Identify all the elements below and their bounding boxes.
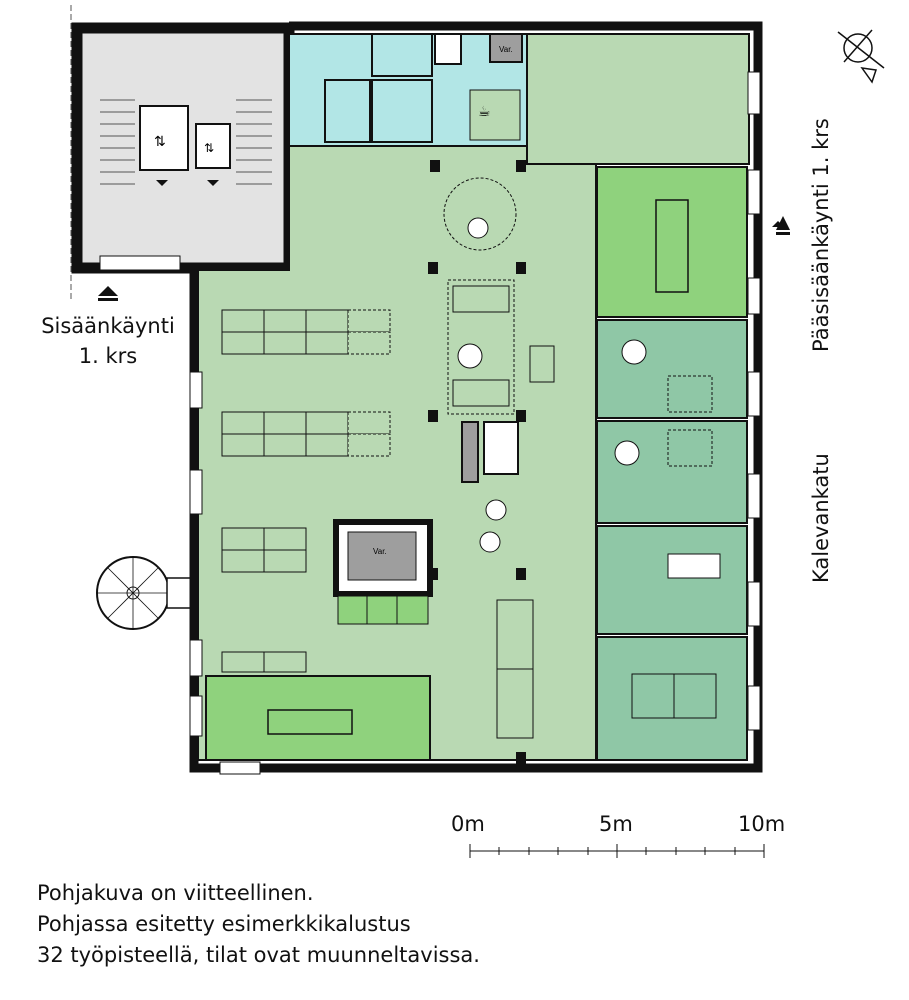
svg-text:⇅: ⇅: [154, 134, 166, 150]
plan-notes: Pohjakuva on viitteellinen. Pohjassa esi…: [37, 878, 480, 971]
entrance-label-line2: 1. krs: [78, 344, 138, 368]
small-office-3: [596, 525, 748, 635]
note-line-3: 32 työpisteellä, tilat ovat muunneltavis…: [37, 943, 480, 967]
note-line-2: Pohjassa esitetty esimerkkikalustus: [37, 912, 411, 936]
meeting-room-top: [596, 166, 748, 318]
stair-core: ⇅ ⇅: [71, 22, 295, 274]
entrance-arrow-right: [772, 216, 790, 235]
windows: [189, 71, 761, 775]
north-arrow-icon: [837, 29, 885, 84]
storage-label-center: Var.: [373, 547, 387, 556]
street-label: Kalevankatu: [809, 453, 833, 583]
note-line-1: Pohjakuva on viitteellinen.: [37, 881, 314, 905]
storage-label-top: Var.: [499, 45, 513, 54]
meeting-room-bottom: [205, 675, 431, 761]
svg-text:☕: ☕: [478, 104, 491, 120]
main-entrance-label: Pääsisäänkäynti 1. krs: [809, 118, 833, 352]
storage-room-top: [489, 33, 523, 63]
entrance-arrow-left: [98, 286, 118, 301]
lounge-area: [443, 177, 555, 553]
scale-bar: [469, 844, 765, 858]
small-office-4: [596, 636, 748, 761]
shaft: [461, 421, 519, 483]
central-storage: Var.: [333, 519, 433, 625]
small-office-2: [596, 420, 748, 524]
columns: [428, 160, 526, 764]
small-office-1: [596, 319, 748, 419]
desk-cluster: [221, 309, 391, 673]
long-table: [496, 599, 534, 739]
entrance-label-line1: Sisäänkäynti: [41, 314, 175, 338]
svg-text:⇅: ⇅: [204, 141, 214, 155]
entrance-label: Sisäänkäynti 1. krs: [33, 311, 183, 371]
wc-area: Var. ☕: [288, 33, 528, 147]
scale-label-5: 5m: [599, 812, 633, 836]
spiral-stair: [96, 556, 198, 630]
scale-label-0: 0m: [451, 812, 485, 836]
exterior-walls: [189, 21, 763, 773]
scale-label-10: 10m: [738, 812, 786, 836]
